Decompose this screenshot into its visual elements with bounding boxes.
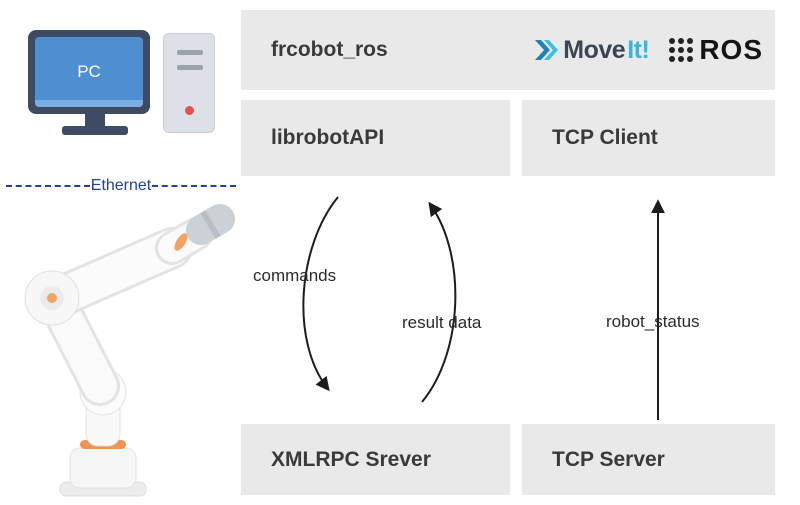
box-tcp-client: TCP Client xyxy=(522,100,775,176)
ethernet-dash-right xyxy=(152,185,237,187)
moveit-text-move: Move xyxy=(563,35,626,64)
moveit-text-it: It! xyxy=(627,35,650,64)
box-tcp-server-label: TCP Server xyxy=(552,447,665,471)
pc-tower xyxy=(163,33,215,133)
box-xmlrpc-server-label: XMLRPC Srever xyxy=(271,447,431,471)
tower-slot xyxy=(177,50,203,55)
box-tcp-server: TCP Server xyxy=(522,424,775,495)
result-data-arrow xyxy=(421,201,457,403)
commands-label: commands xyxy=(253,266,337,285)
pc-label: PC xyxy=(77,62,101,81)
moveit-chevrons-icon xyxy=(535,40,559,60)
ethernet-label: Ethernet xyxy=(90,177,152,194)
ethernet-divider: Ethernet xyxy=(6,177,237,195)
ros-dots-icon xyxy=(669,38,694,62)
ros-logo: ROS xyxy=(669,34,763,66)
box-xmlrpc-server: XMLRPC Srever xyxy=(241,424,510,495)
commands-arrow xyxy=(302,196,339,392)
ethernet-dash-left xyxy=(6,185,90,187)
box-tcp-client-label: TCP Client xyxy=(552,126,658,149)
robot-arm-illustration xyxy=(24,204,235,497)
header-title: frcobot_ros xyxy=(271,38,388,61)
robot-status-label: robot_status xyxy=(606,312,700,331)
monitor-stand-base xyxy=(62,126,128,135)
tower-slot xyxy=(177,65,203,70)
pc-screen: PC xyxy=(35,37,143,107)
box-librobotapi: librobotAPI xyxy=(241,100,510,176)
tower-power-led-icon xyxy=(185,106,194,115)
ros-text: ROS xyxy=(699,34,763,65)
result-data-label: result data xyxy=(402,313,482,332)
box-librobotapi-label: librobotAPI xyxy=(271,126,385,149)
monitor-stand-neck xyxy=(85,114,105,126)
pc-monitor: PC xyxy=(28,30,150,114)
arrows-layer xyxy=(302,196,665,420)
